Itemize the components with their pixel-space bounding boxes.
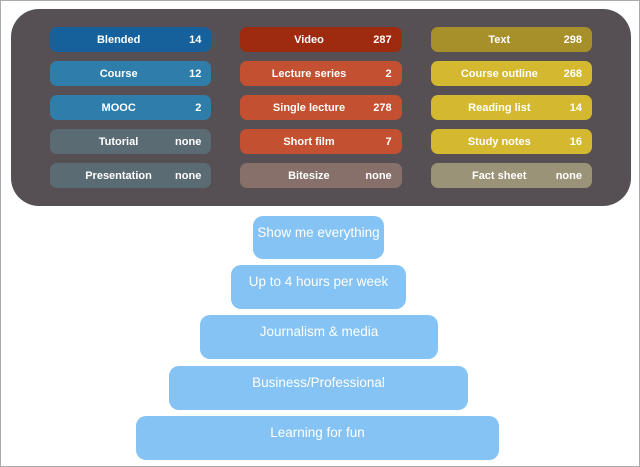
pill-tutorial[interactable]: Tutorial none bbox=[50, 129, 212, 154]
button-up-to-4-hours-per-week[interactable]: Up to 4 hours per week bbox=[231, 265, 406, 309]
pill-label: Short film bbox=[283, 135, 335, 148]
pill-label: Study notes bbox=[467, 135, 531, 148]
button-show-me-everything[interactable]: Show me everything bbox=[253, 216, 384, 259]
button-business-professional[interactable]: Business/Professional bbox=[169, 366, 468, 410]
pill-label: Reading list bbox=[468, 101, 531, 114]
pill-video[interactable]: Video 287 bbox=[240, 27, 402, 52]
pill-fact-sheet[interactable]: Fact sheet none bbox=[430, 163, 592, 188]
pill-count: none bbox=[175, 135, 202, 148]
pill-lecture-series[interactable]: Lecture series 2 bbox=[240, 61, 402, 86]
pill-label: Fact sheet bbox=[471, 169, 527, 182]
pill-count: 2 bbox=[385, 67, 392, 80]
pill-count: 287 bbox=[373, 33, 392, 46]
pill-course-outline[interactable]: Course outline 268 bbox=[430, 61, 592, 86]
pill-study-notes[interactable]: Study notes 16 bbox=[430, 129, 592, 154]
pill-count: 16 bbox=[569, 135, 582, 148]
pill-label: Blended bbox=[96, 33, 141, 46]
pill-count: 14 bbox=[189, 33, 202, 46]
pill-label: Tutorial bbox=[98, 135, 139, 148]
pill-count: 268 bbox=[563, 67, 582, 80]
pill-count: none bbox=[175, 169, 202, 182]
pill-label: Text bbox=[488, 33, 511, 46]
pill-short-film[interactable]: Short film 7 bbox=[240, 129, 402, 154]
pill-count: 2 bbox=[195, 101, 202, 114]
pill-label: Course bbox=[99, 67, 138, 80]
button-learning-for-fun[interactable]: Learning for fun bbox=[136, 416, 499, 460]
pill-text[interactable]: Text 298 bbox=[430, 27, 592, 52]
pill-blended[interactable]: Blended 14 bbox=[50, 27, 212, 52]
pill-bitesize[interactable]: Bitesize none bbox=[240, 163, 402, 188]
pill-count: none bbox=[555, 169, 582, 182]
filter-panel: Blended 14 Video 287 Text 298 Course 12 … bbox=[11, 9, 631, 206]
pill-count: 12 bbox=[189, 67, 202, 80]
pill-label: Presentation bbox=[85, 169, 152, 182]
pill-presentation[interactable]: Presentation none bbox=[50, 163, 212, 188]
pill-reading-list[interactable]: Reading list 14 bbox=[430, 95, 592, 120]
pill-label: Video bbox=[294, 33, 324, 46]
pill-label: Course outline bbox=[460, 67, 538, 80]
pill-course[interactable]: Course 12 bbox=[50, 61, 212, 86]
pill-label: Bitesize bbox=[288, 169, 330, 182]
pill-label: MOOC bbox=[101, 101, 136, 114]
pill-count: 14 bbox=[569, 101, 582, 114]
pill-count: 7 bbox=[385, 135, 392, 148]
pill-label: Single lecture bbox=[272, 101, 346, 114]
pill-label: Lecture series bbox=[271, 67, 347, 80]
pill-count: none bbox=[365, 169, 392, 182]
button-journalism-and-media[interactable]: Journalism & media bbox=[200, 315, 438, 359]
pill-count: 278 bbox=[373, 101, 392, 114]
pill-mooc[interactable]: MOOC 2 bbox=[50, 95, 212, 120]
pill-count: 298 bbox=[563, 33, 582, 46]
pill-single-lecture[interactable]: Single lecture 278 bbox=[240, 95, 402, 120]
